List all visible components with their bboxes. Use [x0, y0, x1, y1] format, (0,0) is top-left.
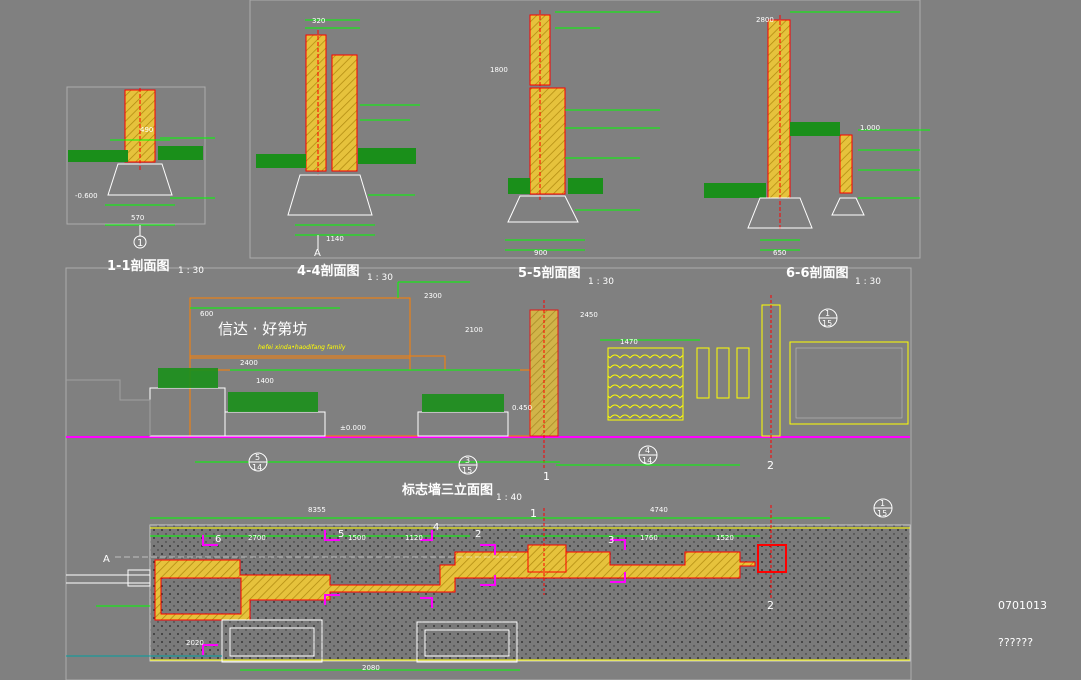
dim-2800: 2800 [756, 16, 774, 24]
elevation [66, 281, 910, 470]
dim-2080: 2080 [362, 664, 380, 672]
svg-text:1: 1 [880, 499, 885, 508]
marker-2-plan: 2 [767, 599, 774, 612]
dim-900: 900 [534, 249, 547, 257]
marker-1-plan: 1 [530, 507, 537, 520]
dim-2300: 2300 [424, 292, 442, 300]
section-6-6 [704, 11, 930, 251]
section-4-4 [256, 19, 420, 250]
dim-1470: 1470 [620, 338, 638, 346]
dim-2020: 2020 [186, 639, 204, 647]
scale-section-6-6: 1 : 30 [855, 277, 881, 287]
svg-text:1: 1 [825, 309, 830, 318]
svg-text:4: 4 [645, 446, 650, 455]
dim-elevation-000: ±0.000 [340, 424, 366, 432]
plan [66, 505, 911, 671]
dim-1520: 1520 [716, 534, 734, 542]
dim-2400: 2400 [240, 359, 258, 367]
dim-320: 320 [312, 17, 325, 25]
dim-650: 650 [773, 249, 786, 257]
svg-text:14: 14 [642, 456, 652, 465]
title-section-4-4: 4-4剖面图 [297, 263, 360, 279]
frame-section-1 [66, 86, 206, 225]
callout-5-14: 5 14 [248, 452, 268, 472]
callout-1-15-plan: 1 15 [873, 498, 893, 518]
marker-5-plan: 5 [338, 529, 344, 540]
title-section-5-5: 5-5剖面图 [518, 265, 581, 281]
callout-3-15: 3 15 [458, 455, 478, 475]
scale-section-4-4: 1 : 30 [367, 273, 393, 283]
svg-text:15: 15 [877, 509, 887, 518]
dim-570: 570 [131, 214, 144, 222]
scale-elevation: 1 : 40 [496, 493, 522, 503]
svg-text:15: 15 [822, 319, 832, 328]
marker-6-plan: 6 [215, 534, 221, 545]
dim-0450: 0.450 [512, 404, 532, 412]
unknown-label: ?????? [998, 636, 1033, 649]
dim-490: 490 [140, 126, 153, 134]
marker-a-top: A [314, 248, 321, 259]
dim-1140: 1140 [326, 235, 344, 243]
dim-1400: 1400 [256, 377, 274, 385]
dim-1000: 1.000 [860, 124, 880, 132]
dim-2450: 2450 [580, 311, 598, 319]
marker-a-plan: A [103, 554, 110, 565]
callout-1-15-elev: 1 15 [818, 308, 838, 328]
frame-elevation-plan [65, 267, 912, 680]
dim-4740: 4740 [650, 506, 668, 514]
section-1-1 [68, 88, 215, 249]
title-section-1-1: 1-1剖面图 [107, 258, 170, 274]
scale-section-1-1: 1 : 30 [178, 266, 204, 276]
dim-1800: 1800 [490, 66, 508, 74]
dim-1760: 1760 [640, 534, 658, 542]
svg-text:15: 15 [462, 466, 472, 475]
dim-1500: 1500 [348, 534, 366, 542]
marker-3-plan: 3 [608, 535, 614, 546]
dim-m0600: -0.600 [75, 192, 98, 200]
callout-4-14: 4 14 [638, 445, 658, 465]
title-elevation: 标志墙三立面图 [401, 482, 493, 498]
frame-sections-top [249, 0, 921, 259]
marker-1-top: 1 [137, 238, 143, 249]
svg-text:3: 3 [465, 456, 470, 465]
sign-chinese-text: 信达 · 好第坊 [218, 320, 307, 338]
dim-2700: 2700 [248, 534, 266, 542]
section-5-5 [505, 10, 660, 251]
dim-2100: 2100 [465, 326, 483, 334]
marker-2-elev: 2 [767, 459, 774, 472]
marker-2-plan-cut: 2 [475, 529, 481, 540]
dim-1120: 1120 [405, 534, 423, 542]
marker-4-plan: 4 [433, 522, 439, 533]
svg-text:14: 14 [252, 463, 262, 472]
sign-english-text: hefei xinda•haodifang family [258, 344, 346, 351]
drawing-code: 0701013 [998, 599, 1047, 612]
svg-text:5: 5 [255, 453, 260, 462]
marker-1-elev: 1 [543, 470, 550, 483]
dim-600: 600 [200, 310, 213, 318]
dim-8355: 8355 [308, 506, 326, 514]
title-section-6-6: 6-6剖面图 [786, 265, 849, 281]
scale-section-5-5: 1 : 30 [588, 277, 614, 287]
